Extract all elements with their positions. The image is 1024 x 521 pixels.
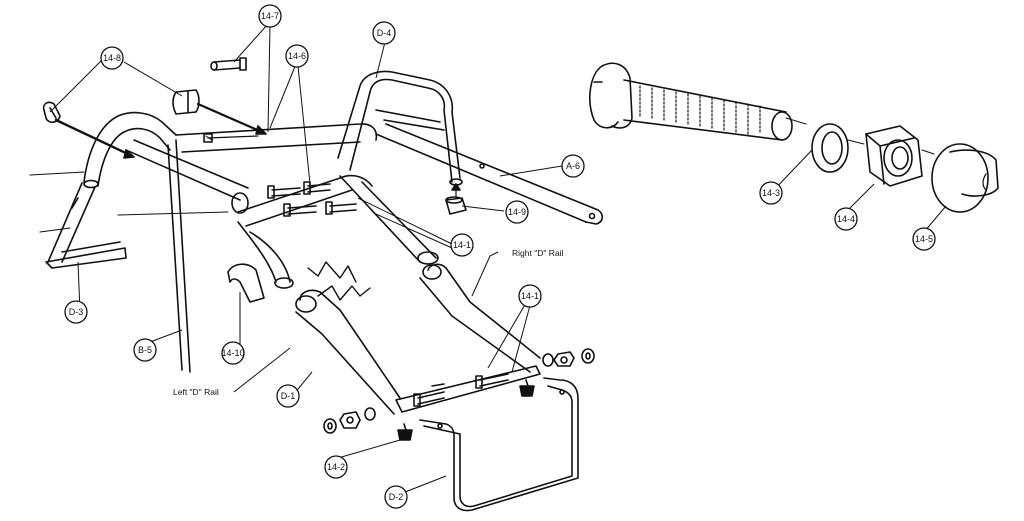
callout-d-3: D-3: [64, 300, 88, 324]
callout-label: 14-2: [327, 462, 345, 472]
callout-b-5: B-5: [133, 338, 157, 362]
callout-circle: [276, 384, 300, 408]
callout-d-1: D-1: [276, 384, 300, 408]
right-rail-label: Right "D" Rail: [512, 248, 563, 258]
callout-14-1a: 14-1: [450, 233, 474, 257]
callout-label: 14-5: [915, 234, 933, 244]
callout-label: 14-3: [762, 188, 780, 198]
callout-label: D-3: [69, 307, 84, 317]
callout-label: A-6: [566, 161, 580, 171]
callout-circle: [759, 181, 783, 205]
axle-assembly: [589, 62, 999, 213]
cap-14-9: [445, 183, 467, 215]
callout-circle: [384, 485, 408, 509]
cross-plate: [395, 365, 541, 413]
callout-14-8: 14-8: [100, 46, 124, 70]
callout-circle: [324, 455, 348, 479]
callout-circle: [258, 4, 282, 28]
d-2-bracket: [419, 377, 579, 512]
callout-label: 14-1: [453, 240, 471, 250]
left-handle-assembly: [29, 101, 229, 373]
callout-14-3: 14-3: [759, 181, 783, 205]
callout-circle: [518, 284, 542, 308]
callout-14-5: 14-5: [912, 227, 936, 251]
callout-circle: [450, 233, 474, 257]
clip-part: [172, 89, 267, 135]
callout-14-9: 14-9: [505, 200, 529, 224]
callout-label: 14-4: [837, 214, 855, 224]
callout-label: 14-1: [521, 291, 539, 301]
left-rail-label: Left "D" Rail: [173, 387, 219, 397]
a-6-bar: [375, 123, 604, 225]
callout-a-6: A-6: [561, 154, 585, 178]
callout-group: 14-8 14-7 14-6 D-4A-6 14-9 14-1 14-1D-3B-5 14-1…: [64, 4, 936, 509]
callout-label: 14-10: [221, 348, 244, 358]
callout-14-2: 14-2: [324, 455, 348, 479]
left-hardware: [323, 407, 413, 441]
right-hardware: [519, 348, 595, 397]
callout-d-2: D-2: [384, 485, 408, 509]
callout-label: 14-6: [288, 51, 306, 61]
callout-circle: [912, 227, 936, 251]
callout-circle: [505, 200, 529, 224]
upper-cross-tube: [125, 123, 378, 201]
callout-label: D-4: [377, 28, 392, 38]
callout-14-1b: 14-1: [518, 284, 542, 308]
bolt-14-7: [210, 57, 247, 71]
callout-circle: [834, 207, 858, 231]
callout-label: 14-7: [261, 11, 279, 21]
callout-circle: [64, 300, 88, 324]
callout-d-4: D-4: [372, 21, 396, 45]
right-d-rail: [419, 263, 541, 373]
callout-label: 14-9: [508, 207, 526, 217]
callout-label: D-1: [281, 391, 296, 401]
callout-circle: [221, 341, 245, 365]
callout-14-6: 14-6: [285, 44, 309, 68]
callout-circle: [285, 44, 309, 68]
left-d-rail: [295, 289, 401, 415]
callout-label: B-5: [138, 345, 152, 355]
middle-tube: [205, 135, 439, 303]
callout-circle: [561, 154, 585, 178]
callout-14-10: 14-10: [221, 341, 245, 365]
callout-14-7: 14-7: [258, 4, 282, 28]
callout-circle: [372, 21, 396, 45]
callout-label: 14-8: [103, 53, 121, 63]
callout-circle: [133, 338, 157, 362]
callout-label: D-2: [389, 492, 404, 502]
callout-14-4: 14-4: [834, 207, 858, 231]
d-4-bracket: [337, 70, 463, 186]
leader-lines: [49, 23, 947, 495]
callout-circle: [100, 46, 124, 70]
